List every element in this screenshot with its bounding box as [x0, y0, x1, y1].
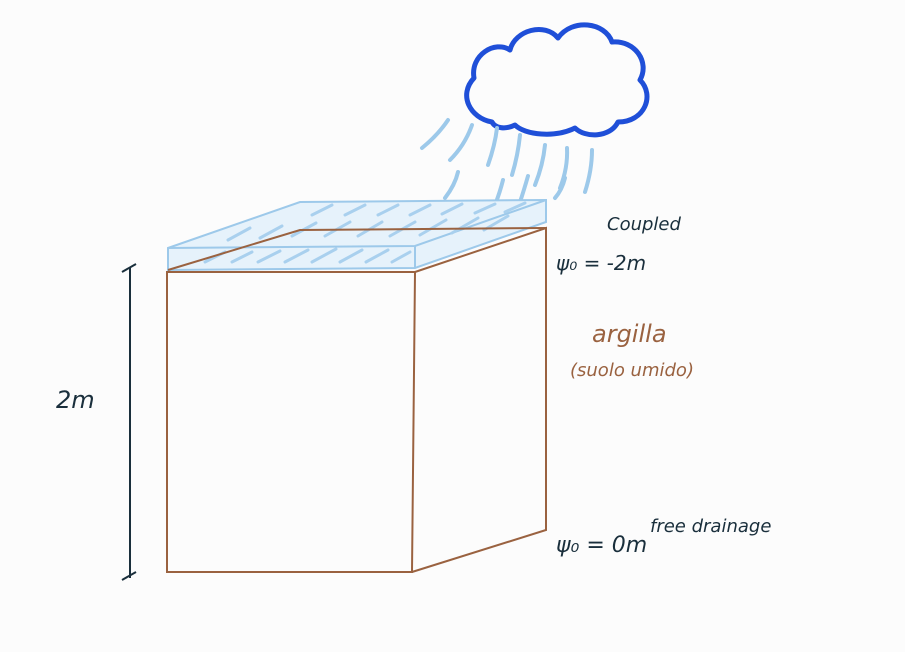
- height-label: 2m: [56, 386, 95, 414]
- soil-name-label: argilla: [592, 320, 667, 348]
- psi-top-label: ψ₀ = -2m: [556, 251, 646, 275]
- psi-bottom-label: ψ₀ = 0m: [556, 533, 647, 558]
- top-boundary-label: Coupled: [607, 214, 681, 235]
- soil-description-label: (suolo umido): [570, 360, 694, 381]
- height-marker: [121, 263, 137, 581]
- rain-cloud-icon: [464, 22, 650, 138]
- bottom-condition-label: free drainage: [650, 516, 771, 537]
- soil-column: [166, 226, 547, 573]
- water-layer: [167, 198, 547, 272]
